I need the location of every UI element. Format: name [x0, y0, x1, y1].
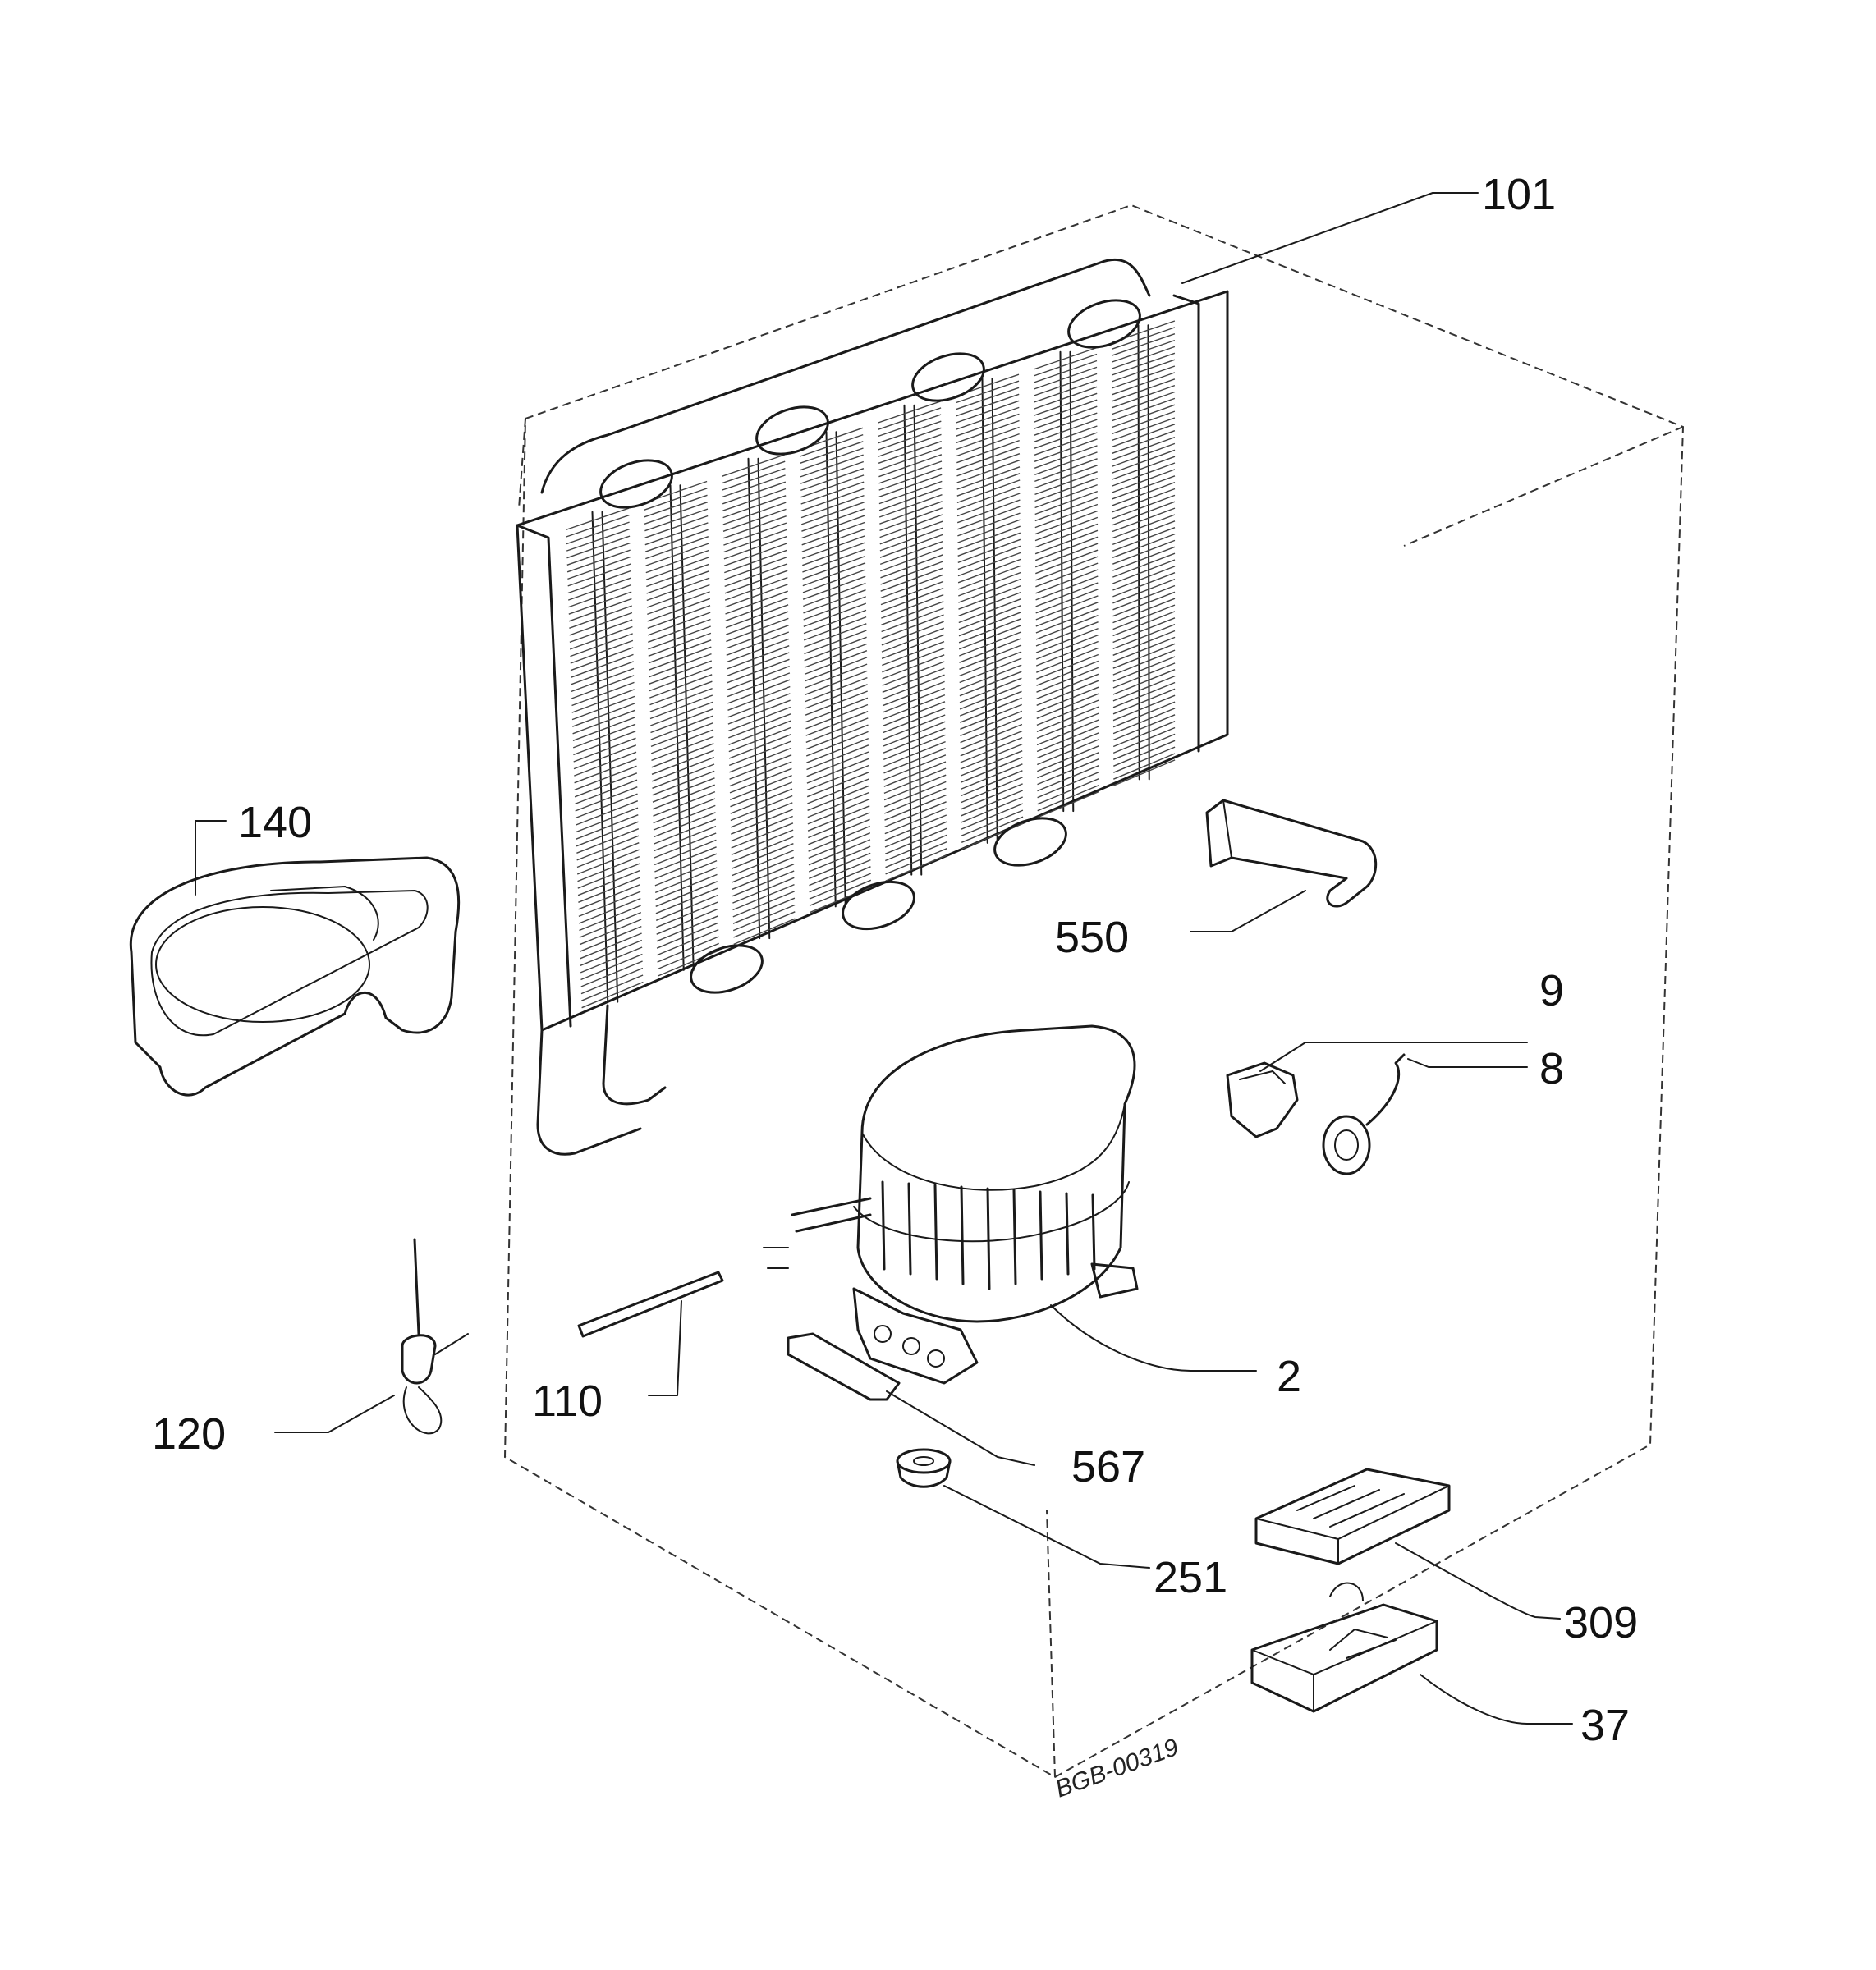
part-label-120: 120 [152, 1409, 226, 1459]
drip-tray [129, 856, 461, 1097]
part-label-37: 37 [1580, 1701, 1630, 1750]
compressor [763, 1024, 1139, 1385]
mounting-plate [787, 1332, 901, 1401]
part-label-567: 567 [1071, 1442, 1145, 1491]
part-label-9: 9 [1539, 966, 1564, 1015]
rubber-foot [896, 1448, 952, 1488]
terminal-cover [1254, 1468, 1451, 1565]
capillary-tube [577, 1271, 724, 1338]
clamp [1205, 799, 1378, 908]
part-label-8: 8 [1539, 1044, 1564, 1093]
condenser [516, 258, 1229, 1156]
relay [1226, 1061, 1299, 1138]
part-label-110: 110 [532, 1377, 603, 1426]
part-label-309: 309 [1564, 1598, 1638, 1647]
terminal-box [1250, 1582, 1438, 1713]
part-labels: 101 140 550 9 8 2 110 120 567 251 309 37 [152, 170, 1638, 1750]
thermostat-sensor [401, 1238, 469, 1435]
leader-lines [195, 192, 1573, 1725]
part-label-550: 550 [1055, 913, 1129, 962]
cabinet-outline [503, 204, 1685, 1779]
overload-protector [1322, 1053, 1406, 1175]
part-label-2: 2 [1277, 1352, 1301, 1401]
part-label-140: 140 [238, 798, 312, 847]
part-label-101: 101 [1482, 170, 1556, 219]
part-label-251: 251 [1154, 1553, 1227, 1602]
